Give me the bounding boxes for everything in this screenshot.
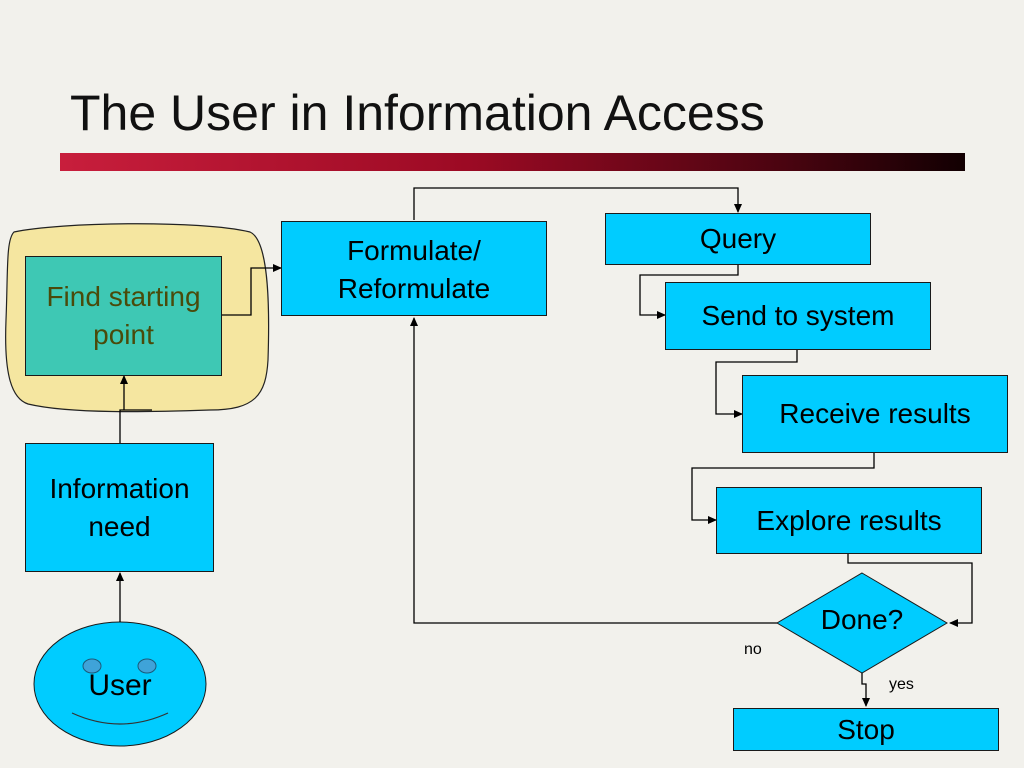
- information-need-line2: need: [88, 510, 151, 542]
- formulate-node: Formulate/ Reformulate: [281, 221, 547, 316]
- send-to-system-node: Send to system: [665, 282, 931, 350]
- right-eye: [137, 658, 157, 674]
- smile: [71, 712, 169, 725]
- title-underline-bar: [60, 153, 965, 171]
- slide-title: The User in Information Access: [70, 85, 765, 141]
- yes-edge-label: yes: [889, 676, 914, 693]
- receive-results-node: Receive results: [742, 375, 1008, 453]
- find-starting-point-line1: Find starting: [46, 281, 201, 313]
- done-label: Done?: [820, 604, 904, 635]
- stop-node: Stop: [733, 708, 999, 751]
- information-need-line1: Information: [49, 472, 190, 504]
- formulate-line1: Formulate/: [347, 235, 481, 266]
- query-node: Query: [605, 213, 871, 265]
- user-label: User: [88, 669, 152, 702]
- left-eye: [82, 658, 102, 674]
- formulate-line2: Reformulate: [337, 272, 491, 304]
- no-edge-label: no: [744, 641, 762, 658]
- information-need-node: Information need: [25, 443, 214, 572]
- find-starting-point-line2: point: [93, 319, 154, 350]
- explore-results-node: Explore results: [716, 487, 982, 554]
- find-starting-point-node: Find starting point: [25, 256, 222, 376]
